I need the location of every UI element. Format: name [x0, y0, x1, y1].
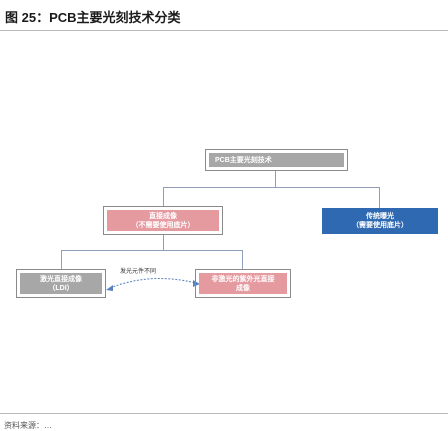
connector-horizontal-bar: [163, 187, 380, 188]
connector-lower-bar: [61, 250, 243, 251]
traditional-exposure-note: （需要使用底片）: [352, 222, 408, 229]
title-divider: [0, 30, 448, 31]
direct-imaging-title: 直接成像: [149, 212, 177, 220]
connector-to-ldi: [61, 250, 62, 270]
root-node: PCB主要光刻技术: [205, 149, 348, 171]
ldi-note: （LDI）: [48, 284, 74, 292]
traditional-exposure-title: 传统曝光: [366, 213, 394, 220]
direct-imaging-note: （不需要使用底片）: [131, 221, 195, 229]
nonlaser-uv-node: 非激光的紫外光直接 成像: [195, 269, 291, 298]
connector-to-traditional: [379, 187, 380, 208]
ldi-node: 激光直接成像 （LDI）: [16, 269, 106, 298]
traditional-exposure-node: 传统曝光 （需要使用底片）: [322, 208, 438, 234]
footer-divider: [0, 413, 448, 414]
nonlaser-uv-note: 成像: [236, 284, 250, 292]
connector-to-direct: [163, 187, 164, 207]
connector-root-down: [275, 170, 276, 188]
direct-imaging-node: 直接成像 （不需要使用底片）: [103, 206, 223, 235]
light-source-label: 发光元件不同: [120, 269, 157, 275]
ldi-title: 激光直接成像: [40, 275, 82, 283]
connector-direct-down: [163, 235, 164, 250]
root-node-label: PCB主要光刻技术: [215, 156, 272, 164]
source-note: 资料来源：…: [4, 421, 52, 430]
connector-to-nonlaser: [242, 250, 243, 270]
figure-title: 图 25：PCB主要光刻技术分类: [5, 10, 181, 25]
nonlaser-uv-title: 非激光的紫外光直接: [211, 275, 275, 283]
